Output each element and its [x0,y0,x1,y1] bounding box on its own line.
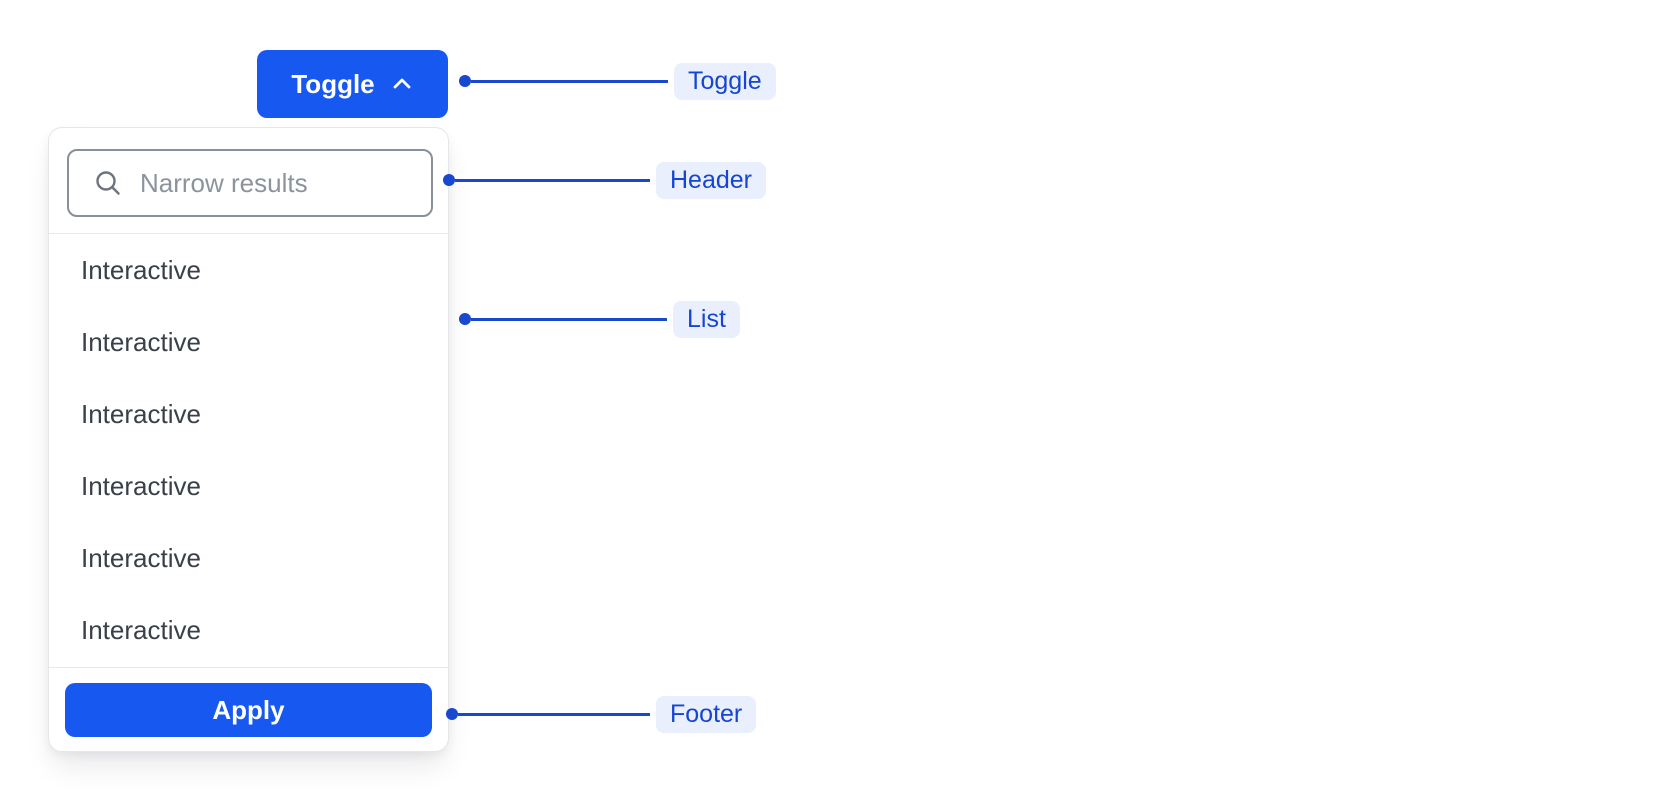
connector-dot [459,313,471,325]
dropdown-footer: Apply [49,668,448,751]
connector-line [471,79,668,83]
connector-line [458,712,650,716]
annotation-chip-list: List [673,300,740,338]
toggle-button[interactable]: Toggle [257,50,448,118]
header-divider [49,233,448,234]
list-item[interactable]: Interactive [81,254,201,285]
callout-header: Header [443,161,766,199]
dropdown-header [49,128,448,233]
chevron-up-icon [390,72,414,96]
list-item[interactable]: Interactive [81,471,201,502]
annotation-chip-footer: Footer [656,695,757,733]
annotation-chip-toggle: Toggle [674,62,776,100]
search-icon [93,168,123,198]
toggle-button-label: Toggle [291,68,375,99]
options-list: Interactive Interactive Interactive Inte… [49,234,448,667]
connector-dot [446,708,458,720]
list-item[interactable]: Interactive [81,326,201,357]
list-item[interactable]: Interactive [81,398,201,429]
callout-list: List [459,300,740,338]
search-text-field[interactable] [140,167,415,199]
callout-footer: Footer [446,695,757,733]
dropdown-panel: Interactive Interactive Interactive Inte… [48,127,449,752]
list-item[interactable]: Interactive [81,543,201,574]
footer-divider [49,667,448,668]
connector-dot [443,174,455,186]
callout-toggle: Toggle [459,62,776,100]
connector-line [471,317,667,321]
annotation-chip-header: Header [656,161,766,199]
search-input[interactable] [67,149,433,217]
list-item[interactable]: Interactive [81,615,201,646]
connector-dot [459,75,471,87]
apply-button[interactable]: Apply [65,683,432,737]
connector-line [455,178,650,182]
